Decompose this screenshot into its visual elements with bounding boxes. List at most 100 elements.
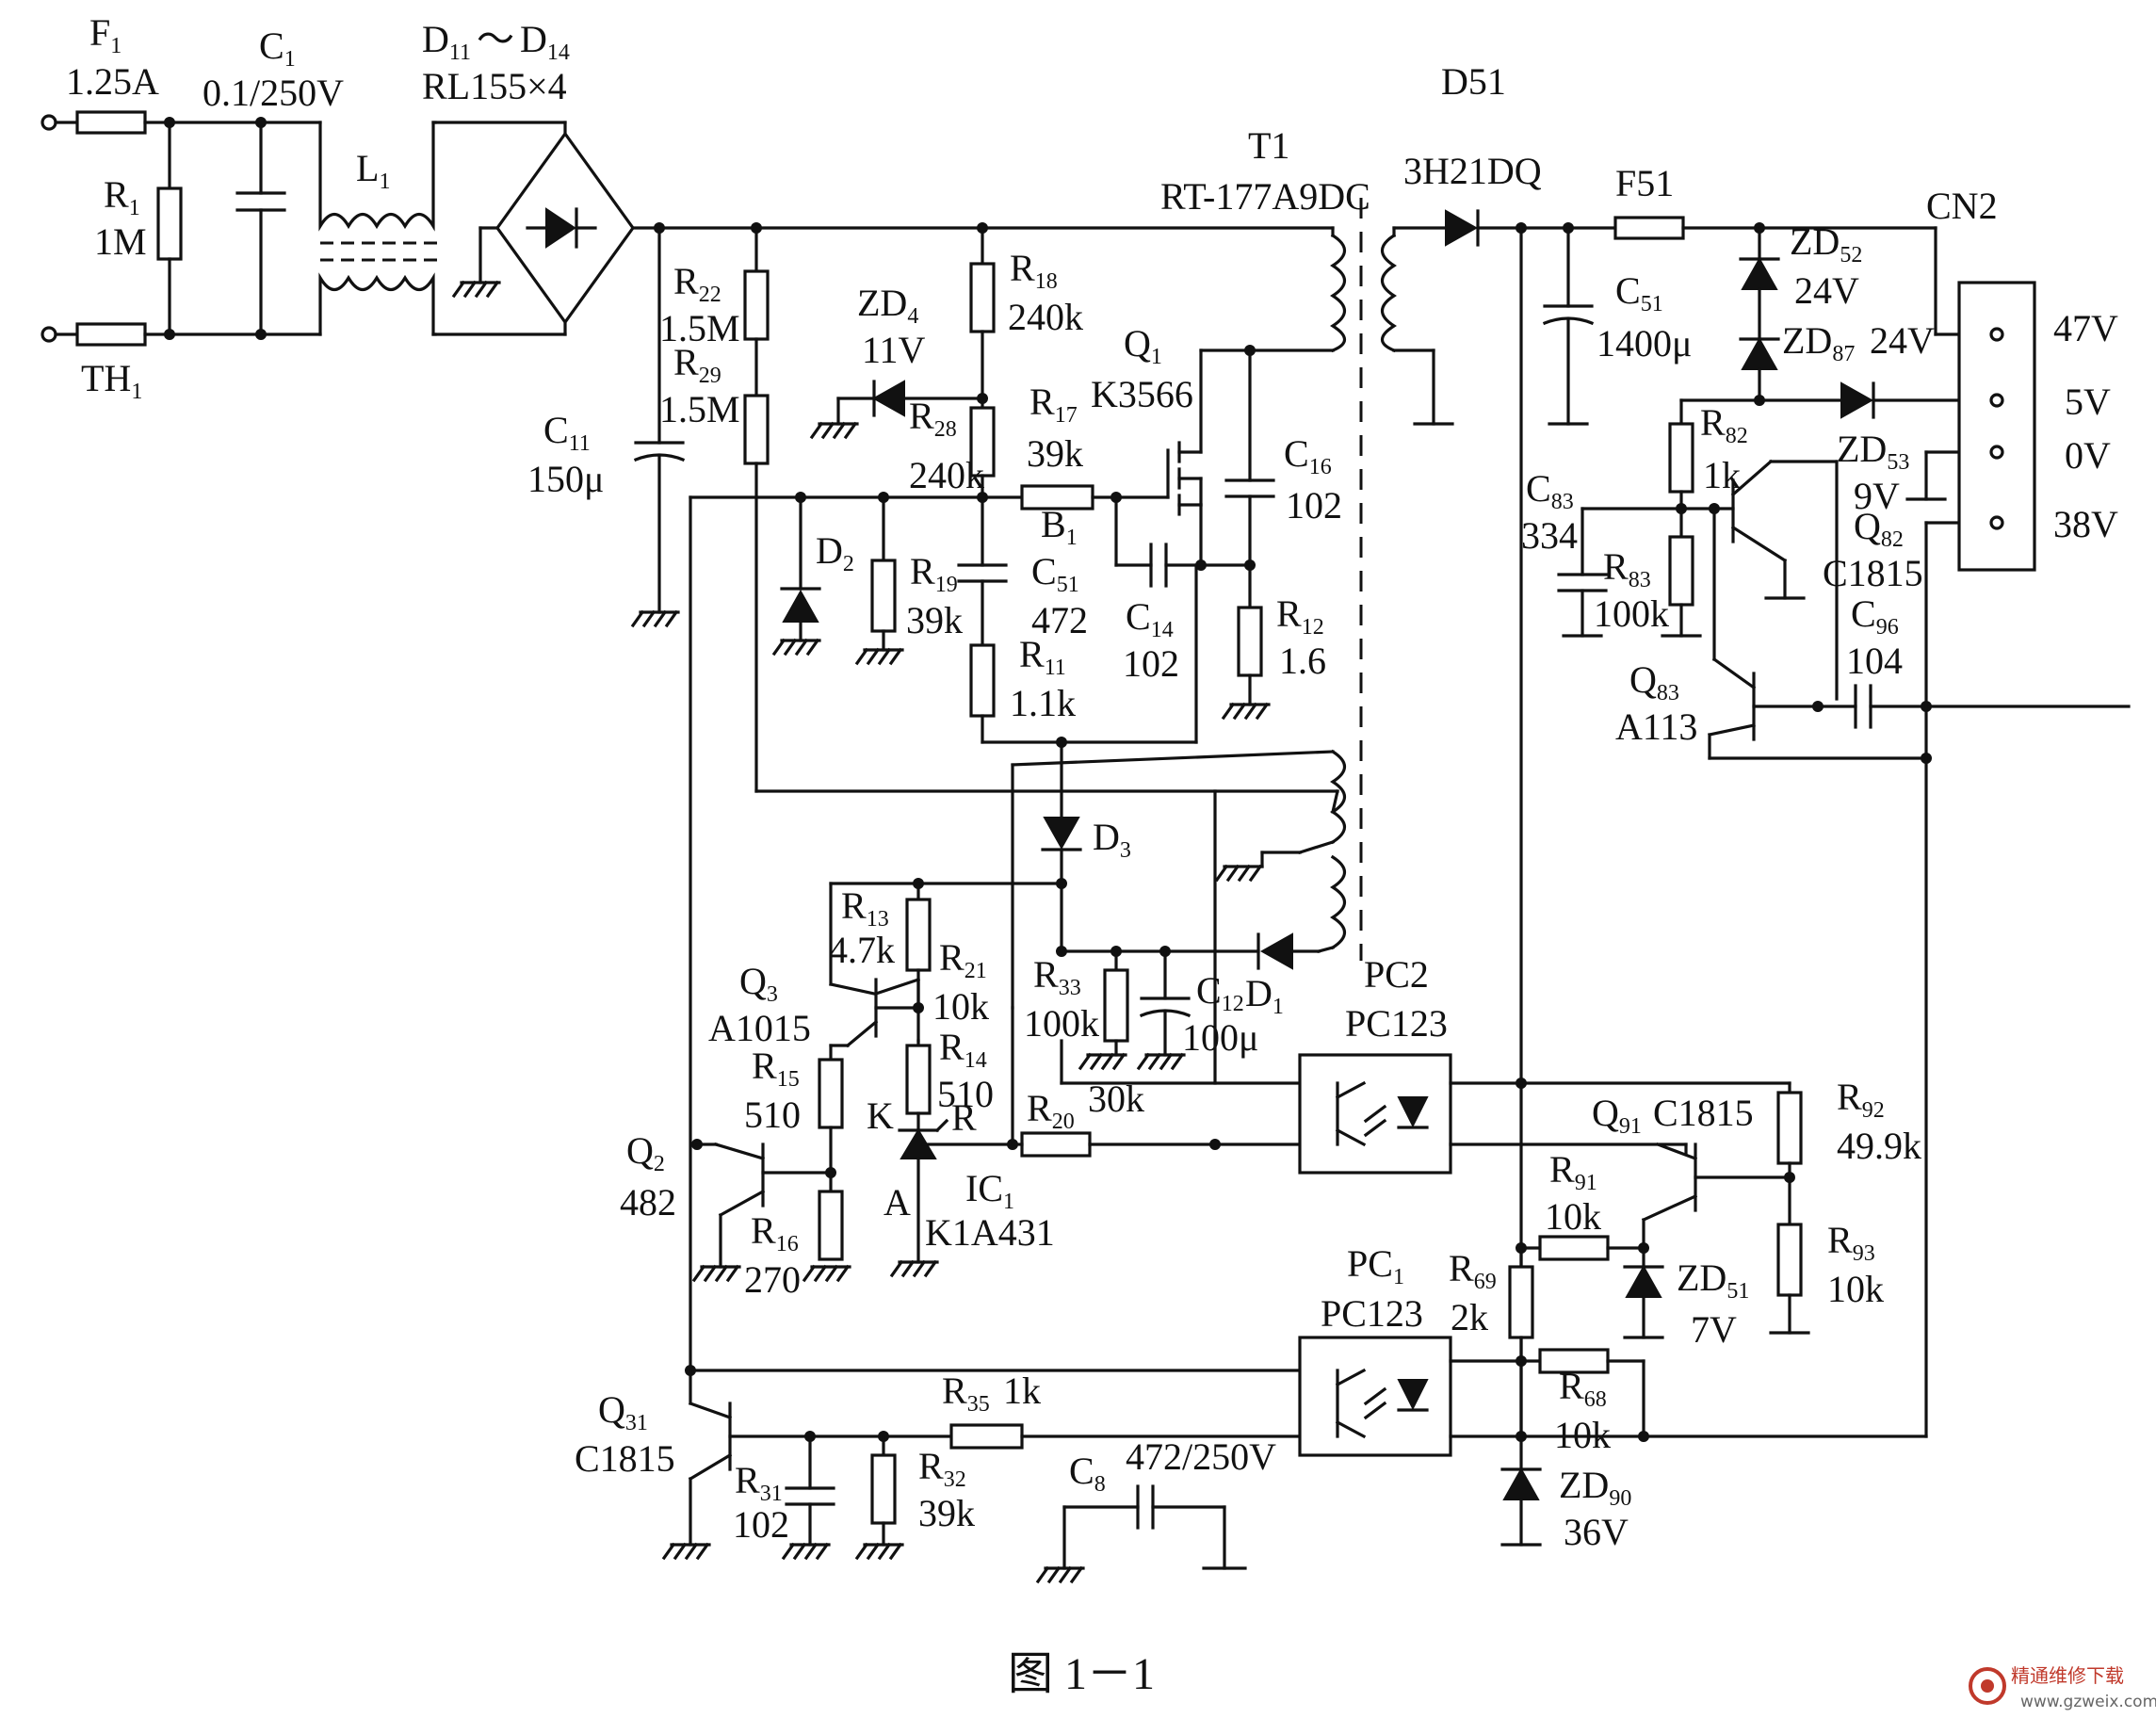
label-c8-value: 472/250V <box>1126 1435 1276 1478</box>
label-ic1-pin-r: R <box>951 1096 977 1139</box>
label-c51-value: 1400μ <box>1597 322 1692 365</box>
label-zd52-value: 24V <box>1794 269 1859 312</box>
secondary-section <box>1392 209 2131 1547</box>
label-pc2-value: PC123 <box>1345 1002 1448 1045</box>
resistor-r28 <box>969 406 996 478</box>
transistor-q2 <box>714 1143 833 1218</box>
label-r35-value: 1k <box>1003 1370 1041 1412</box>
label-ic1-value: K1A431 <box>925 1211 1055 1254</box>
label-c83-value: 334 <box>1521 514 1578 557</box>
resistor-r91 <box>1538 1235 1610 1261</box>
label-r16-ref: R16 <box>751 1209 799 1256</box>
label-c51a-value: 472 <box>1031 599 1088 641</box>
label-q3-ref: Q3 <box>739 960 778 1007</box>
resistor-r18 <box>969 262 996 333</box>
label-r31-ref: R31 <box>735 1459 783 1506</box>
label-r69-ref: R69 <box>1449 1247 1497 1294</box>
label-zd87-ref: ZD87 <box>1782 319 1855 366</box>
label-zd52-ref: ZD52 <box>1790 220 1862 267</box>
resistor-r35 <box>949 1423 1024 1450</box>
label-c96-ref: C96 <box>1851 592 1899 640</box>
primary-section <box>631 198 1452 1583</box>
resistor-r69 <box>1508 1265 1534 1339</box>
label-r29-value: 1.5M <box>659 388 740 430</box>
label-c14-value: 102 <box>1123 642 1179 685</box>
label-d51-value: 3H21DQ <box>1403 150 1542 192</box>
label-f51-ref: F51 <box>1615 162 1674 204</box>
resistor-r13 <box>905 898 932 972</box>
label-zd87-value: 24V <box>1870 319 1935 362</box>
label-c83-ref: C83 <box>1526 467 1574 514</box>
transistor-q91 <box>1641 1142 1791 1223</box>
label-c1-value: 0.1/250V <box>203 72 344 114</box>
label-r13-value: 4.7k <box>829 929 895 971</box>
label-r14-value: 510 <box>937 1073 994 1115</box>
label-r31-value: 102 <box>733 1503 789 1546</box>
label-r68-value: 10k <box>1554 1414 1611 1456</box>
watermark-logo: 精通维修下载 www.gzweix.com <box>1969 1664 2156 1711</box>
transformer-t1 <box>1330 198 1397 961</box>
thermistor-th1 <box>75 322 147 347</box>
label-r93-value: 10k <box>1827 1268 1884 1310</box>
label-cn2-pin-4: 38V <box>2053 503 2118 545</box>
resistor-r16 <box>818 1190 844 1261</box>
label-r19-value: 39k <box>906 599 963 641</box>
label-zd51-ref: ZD51 <box>1677 1256 1749 1304</box>
label-r17-ref: R17 <box>1029 381 1078 428</box>
label-r1-value: 1M <box>94 220 147 263</box>
label-q83-ref: Q83 <box>1629 658 1679 705</box>
label-zd53-ref: ZD53 <box>1837 428 1909 475</box>
label-q82-ref: Q82 <box>1854 505 1904 552</box>
fuse-f1 <box>75 110 147 135</box>
resistor-r92 <box>1776 1091 1803 1165</box>
label-r1-ref: R1 <box>104 173 140 220</box>
resistor-r21 <box>905 1044 932 1115</box>
resistor-r68 <box>1538 1348 1610 1374</box>
label-c16-value: 102 <box>1286 484 1342 527</box>
label-l1-ref: L1 <box>356 147 390 194</box>
label-q1-value: K3566 <box>1091 373 1193 415</box>
label-d51-ref: D51 <box>1441 60 1506 103</box>
label-f1-value: 1.25A <box>66 60 159 103</box>
label-f1-ref: F1 <box>89 11 122 58</box>
input-section <box>41 110 661 347</box>
label-r11-value: 1.1k <box>1010 682 1076 724</box>
label-r92-value: 49.9k <box>1837 1125 1921 1167</box>
label-c12-ref: C12 <box>1196 969 1244 1016</box>
figure-caption: 图 1－1 <box>1008 1649 1155 1699</box>
label-b1-ref: B1 <box>1041 503 1078 550</box>
label-r21-ref: R21 <box>939 936 987 983</box>
label-r22-ref: R22 <box>673 260 721 307</box>
label-r22-value: 1.5M <box>659 307 740 349</box>
label-c16-ref: C16 <box>1284 432 1332 479</box>
label-pc2-ref: PC2 <box>1364 953 1429 996</box>
label-r20-value: 30k <box>1088 1078 1144 1120</box>
label-r29-ref: R29 <box>673 341 721 388</box>
label-q91-value: C1815 <box>1653 1092 1754 1134</box>
optocoupler-pc1 <box>1298 1336 1452 1457</box>
transistor-q31 <box>688 1369 733 1482</box>
label-r19-ref: R19 <box>910 550 958 597</box>
resistor-r15 <box>818 1058 844 1129</box>
label-ic1-ref: IC1 <box>965 1167 1014 1214</box>
label-pc1-ref: PC1 <box>1347 1242 1404 1289</box>
label-c8-ref: C8 <box>1069 1450 1106 1497</box>
label-cn2-pin-3: 0V <box>2065 434 2111 477</box>
label-th1-ref: TH1 <box>81 357 142 404</box>
label-q31-ref: Q31 <box>598 1388 648 1435</box>
label-c96-value: 104 <box>1846 640 1903 682</box>
label-r13-ref: R13 <box>841 884 889 932</box>
label-r28-ref: R28 <box>909 395 957 442</box>
resistor-r17 <box>1020 484 1094 511</box>
label-r16-value: 270 <box>744 1258 801 1301</box>
resistor-r19 <box>870 559 897 633</box>
label-zd90-ref: ZD90 <box>1559 1464 1631 1511</box>
regulator-ic1 <box>898 1118 1014 1264</box>
label-r82-ref: R82 <box>1700 401 1748 448</box>
label-c51-ref: C51 <box>1615 269 1663 316</box>
label-r35-ref: R35 <box>942 1370 990 1417</box>
label-q83-value: A113 <box>1615 705 1697 748</box>
label-bridge-ref: D11～D14 <box>422 18 570 65</box>
label-r21-value: 10k <box>932 985 989 1028</box>
